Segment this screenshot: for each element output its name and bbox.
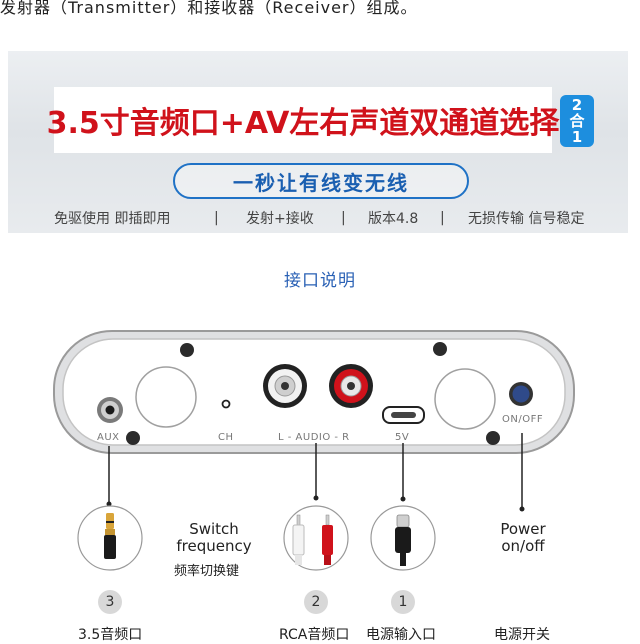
- onoff-label: ON/OFF: [502, 414, 544, 425]
- feature-separator: |: [440, 210, 445, 226]
- feature-separator: |: [341, 210, 346, 226]
- section-title: 接口说明: [284, 271, 356, 291]
- switch-frequency-cn: 频率切换键: [174, 564, 240, 579]
- feature-tx-rx: 发射+接收: [246, 211, 314, 227]
- switch-frequency-caption: Switch frequency: [176, 520, 252, 555]
- ch-label: CH: [218, 432, 234, 443]
- feature-separator: |: [214, 210, 219, 226]
- feature-version: 版本4.8: [368, 211, 419, 227]
- aux-label: AUX: [97, 432, 120, 443]
- slogan-text: 一秒让有线变无线: [233, 170, 409, 195]
- headline-box: 3.5寸音频口+AV左右声道双通道选择: [47, 87, 559, 153]
- screw-icon: [486, 431, 500, 445]
- bottom-label-input: 电源输入口: [366, 627, 436, 643]
- power-caption: Power on/off: [500, 520, 546, 555]
- number-badge-2: 2: [304, 590, 328, 614]
- slogan-pill: 一秒让有线变无线: [173, 163, 469, 199]
- promo-banner: 3.5寸音频口+AV左右声道双通道选择 2 合 1 一秒让有线变无线 免驱使用 …: [8, 51, 628, 233]
- device-face: [62, 338, 566, 446]
- audio-label: L - AUDIO - R: [278, 432, 350, 443]
- badge-bottom: 1: [571, 128, 583, 146]
- feature-plug-and-play: 免驱使用 即插即用: [54, 211, 171, 227]
- screw-icon: [126, 431, 140, 445]
- badge-top: 2: [571, 96, 583, 114]
- antenna-mount-right: [434, 368, 496, 430]
- ch-button: [221, 399, 231, 409]
- two-in-one-badge: 2 合 1: [560, 95, 594, 147]
- feature-lossless: 无损传输 信号稳定: [468, 211, 585, 227]
- bottom-label-aux: 3.5音频口: [78, 627, 143, 643]
- feature-row: 免驱使用 即插即用 | 发射+接收 | 版本4.8 | 无损传输 信号稳定: [8, 207, 628, 229]
- badge-middle: 合: [569, 112, 585, 130]
- number-badge-1: 1: [391, 590, 415, 614]
- screw-icon: [433, 342, 447, 356]
- headline: 3.5寸音频口+AV左右声道双通道选择: [46, 106, 560, 141]
- antenna-mount-left: [135, 366, 197, 428]
- bottom-label-switch: 电源开关: [494, 627, 550, 643]
- number-badge-3: 3: [98, 590, 122, 614]
- screw-icon: [180, 343, 194, 357]
- intro-text: 发射器（Transmitter）和接收器（Receiver）组成。: [0, 0, 418, 17]
- power-port-label: 5V: [395, 432, 410, 443]
- bottom-label-rca: RCA音频口: [279, 627, 350, 643]
